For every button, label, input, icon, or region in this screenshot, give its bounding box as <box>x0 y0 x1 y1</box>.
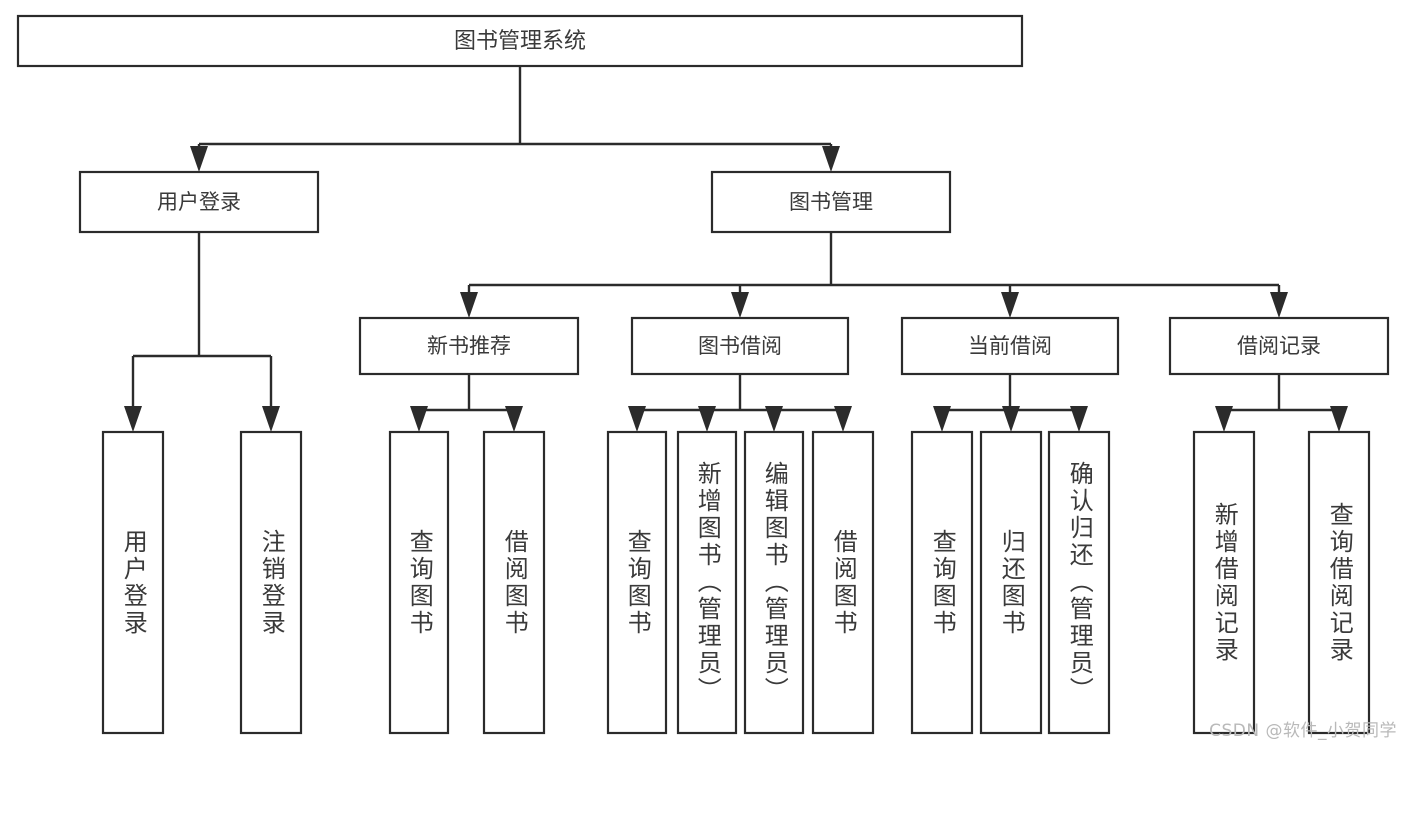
hierarchy-diagram-canvas: 图书管理系统用户登录图书管理新书推荐图书借阅当前借阅借阅记录 用户登录注销登录查… <box>16 14 1397 741</box>
node-user-login-label: 用户登录 <box>157 190 241 214</box>
node-current-borrow-label: 当前借阅 <box>968 334 1052 358</box>
edge-borrow-to-leaves-arrowhead-0 <box>628 406 646 432</box>
node-current-borrow[interactable] <box>900 316 1120 376</box>
leaf-confirm-return-admin[interactable] <box>1047 430 1111 735</box>
node-book-borrow-label: 图书借阅 <box>698 334 782 358</box>
leaf-borrow-book[interactable] <box>811 430 875 735</box>
node-book-management[interactable] <box>710 170 952 234</box>
node-borrow-record-label: 借阅记录 <box>1237 334 1321 358</box>
edge-login-to-leaves-arrowhead-1 <box>262 406 280 432</box>
edge-borrow-to-leaves-arrowhead-1 <box>698 406 716 432</box>
node-book-management-label: 图书管理 <box>789 190 873 214</box>
node-user-login[interactable] <box>78 170 320 234</box>
node-box-layer <box>16 14 1390 735</box>
edge-bookmgr-to-level3-arrowhead-3 <box>1270 292 1288 318</box>
leaf-query-borrow-record[interactable] <box>1307 430 1371 735</box>
edge-root-to-level2-arrowhead-0 <box>190 146 208 172</box>
leaf-return-book[interactable] <box>979 430 1043 735</box>
edge-root-to-level2-arrowhead-1 <box>822 146 840 172</box>
node-root-system-label: 图书管理系统 <box>454 29 586 54</box>
node-new-book-recommend-label: 新书推荐 <box>427 334 511 358</box>
edge-current-to-leaves-arrowhead-2 <box>1070 406 1088 432</box>
edge-login-to-leaves-arrowhead-0 <box>124 406 142 432</box>
leaf-add-book-admin[interactable] <box>676 430 738 735</box>
connector-layer <box>124 66 1348 432</box>
edge-bookmgr-to-level3-arrowhead-1 <box>731 292 749 318</box>
node-borrow-record[interactable] <box>1168 316 1390 376</box>
leaf-query-book-borrow[interactable] <box>606 430 668 735</box>
edge-record-to-leaves-arrowhead-1 <box>1330 406 1348 432</box>
node-new-book-recommend[interactable] <box>358 316 580 376</box>
edge-borrow-to-leaves-arrowhead-2 <box>765 406 783 432</box>
edge-current-to-leaves-arrowhead-1 <box>1002 406 1020 432</box>
edge-borrow-to-leaves-arrowhead-3 <box>834 406 852 432</box>
leaf-user-login[interactable] <box>101 430 165 735</box>
leaf-query-book-new[interactable] <box>388 430 450 735</box>
node-root-system[interactable] <box>16 14 1024 68</box>
edge-record-to-leaves-arrowhead-0 <box>1215 406 1233 432</box>
leaf-add-borrow-record[interactable] <box>1192 430 1256 735</box>
node-book-borrow[interactable] <box>630 316 850 376</box>
edge-bookmgr-to-level3-arrowhead-0 <box>460 292 478 318</box>
edge-new-to-leaves-arrowhead-0 <box>410 406 428 432</box>
leaf-query-book-current[interactable] <box>910 430 974 735</box>
leaf-logout[interactable] <box>239 430 303 735</box>
leaf-borrow-book-new[interactable] <box>482 430 546 735</box>
edge-bookmgr-to-level3-arrowhead-2 <box>1001 292 1019 318</box>
edge-new-to-leaves-arrowhead-1 <box>505 406 523 432</box>
edge-current-to-leaves-arrowhead-0 <box>933 406 951 432</box>
watermark-text: CSDN @软件_小贺同学 <box>1209 721 1397 741</box>
leaf-edit-book-admin[interactable] <box>743 430 805 735</box>
